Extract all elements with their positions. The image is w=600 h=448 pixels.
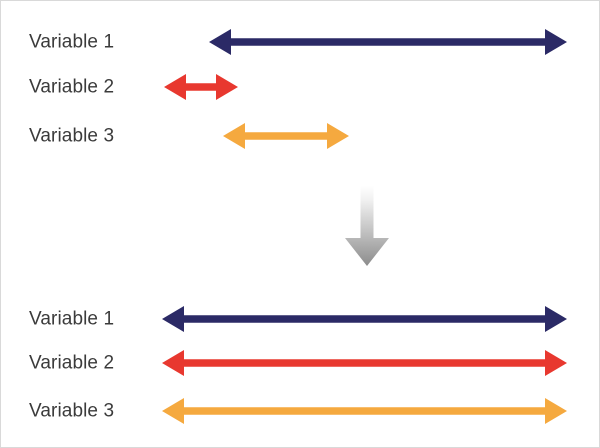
arrow-after-variable-2 xyxy=(162,350,567,376)
variable-label-after-3: Variable 3 xyxy=(29,400,115,422)
variable-group-before: Variable 1 Variable 2 Variable 3 xyxy=(1,7,599,173)
arrow-before-variable-2 xyxy=(164,74,238,100)
variable-label-before-3: Variable 3 xyxy=(29,125,115,147)
double-arrow-shape xyxy=(209,29,567,55)
double-arrow-shape xyxy=(162,306,567,332)
variable-label-after-1: Variable 1 xyxy=(29,308,115,330)
double-arrow-shape xyxy=(162,350,567,376)
variable-label-before-2: Variable 2 xyxy=(29,76,115,98)
double-arrow-shape xyxy=(223,123,349,149)
double-arrow-shape xyxy=(162,398,567,424)
arrow-before-variable-3 xyxy=(223,123,349,149)
arrow-before-variable-1 xyxy=(209,29,567,55)
variable-group-after: Variable 1 Variable 2 Variable 3 xyxy=(1,287,599,445)
double-arrow-shape xyxy=(164,74,238,100)
arrow-after-variable-3 xyxy=(162,398,567,424)
down-arrow-icon xyxy=(345,186,389,266)
arrow-after-variable-1 xyxy=(162,306,567,332)
variable-label-before-1: Variable 1 xyxy=(29,31,115,53)
variable-label-after-2: Variable 2 xyxy=(29,352,115,374)
transition-down-arrow xyxy=(345,186,389,266)
